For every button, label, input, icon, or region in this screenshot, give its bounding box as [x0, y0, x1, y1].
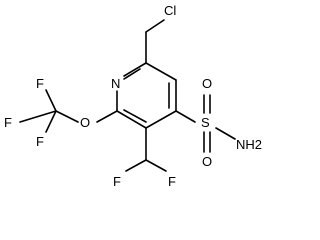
- atom-fluorine-cf3-top: F: [36, 76, 44, 91]
- bond-c2-c3-double-inner: [123, 109, 147, 123]
- bond-s-n: [215, 127, 236, 140]
- atom-sulfur: S: [201, 115, 210, 130]
- atom-fluorine-cf3-left: F: [4, 115, 12, 130]
- bond-c6-n1-double-inner: [123, 68, 141, 80]
- bond-c2-o: [96, 110, 118, 123]
- bond-c5-c6: [145, 62, 177, 81]
- bond-c6-n1-double: [123, 62, 147, 77]
- atom-fluorine-chf2-right: F: [168, 174, 176, 189]
- bond-o-cf3: [55, 110, 79, 123]
- bond-chf2-f-left: [125, 159, 147, 172]
- chemical-structure-diagram: Cl N O F F F S O O NH2 F F: [4, 3, 262, 189]
- atom-sulfonyl-oxygen-top: O: [202, 76, 212, 91]
- atom-amine: NH2: [236, 137, 262, 152]
- atom-fluorine-cf3-bottom: F: [36, 134, 44, 149]
- bond-cf3-f-left: [19, 110, 57, 123]
- bond-c2-c3-double: [116, 110, 147, 129]
- atom-fluorine-chf2-left: F: [113, 174, 121, 189]
- bond-c3-c4: [145, 110, 177, 129]
- bond-cf3-f-top: [45, 89, 57, 112]
- bond-cl-ch2: [145, 19, 165, 33]
- atom-sulfonyl-oxygen-bottom: O: [202, 154, 212, 169]
- atom-labels: Cl N O F F F S O O NH2 F F: [4, 3, 262, 189]
- atom-ring-nitrogen: N: [111, 76, 120, 91]
- bond-chf2-f-right: [145, 159, 167, 172]
- bond-c4-s: [175, 110, 196, 123]
- atom-ether-oxygen: O: [80, 115, 90, 130]
- bond-cf3-f-bottom: [45, 110, 57, 133]
- atom-chlorine: Cl: [164, 3, 176, 18]
- bonds: [19, 19, 236, 172]
